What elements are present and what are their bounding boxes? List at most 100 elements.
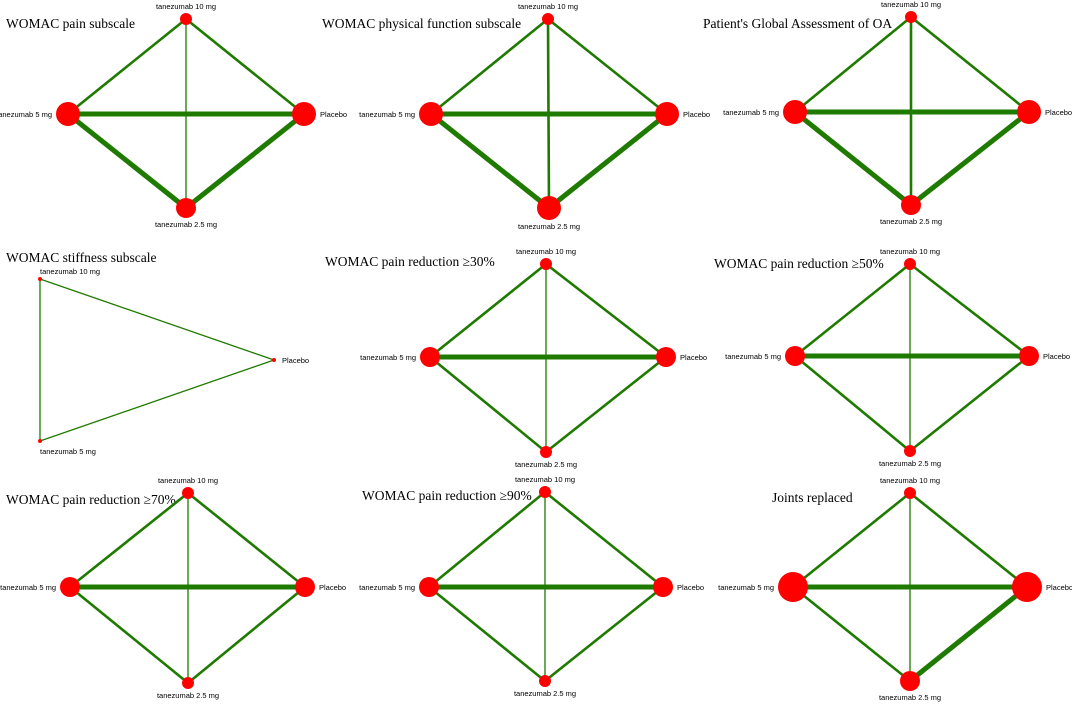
node-label-tanezumab-5-mg: tanezumab 5 mg xyxy=(718,583,774,592)
edge-tanezumab-5-mg-to-tanezumab-2-5-mg xyxy=(428,585,546,683)
node-placebo xyxy=(1012,572,1042,602)
node-tanezumab-10-mg xyxy=(904,258,916,270)
node-tanezumab-10-mg xyxy=(542,13,554,25)
node-label-placebo: Placebo xyxy=(1043,352,1070,361)
node-label-tanezumab-5-mg: tanezumab 5 mg xyxy=(0,110,52,119)
node-placebo xyxy=(655,102,679,126)
node-tanezumab-10-mg xyxy=(904,487,916,499)
edge-tanezumab-10-mg-to-tanezumab-5-mg xyxy=(794,15,912,114)
node-label-tanezumab-5-mg: tanezumab 5 mg xyxy=(723,108,779,117)
network-panel-womac-pain-subscale: WOMAC pain subscale tanezumab 10 mg Placeb… xyxy=(0,2,347,229)
node-label-tanezumab-2-5-mg: tanezumab 2.5 mg xyxy=(879,693,941,702)
node-label-tanezumab-10-mg: tanezumab 10 mg xyxy=(515,475,575,484)
node-placebo xyxy=(656,347,676,367)
node-placebo xyxy=(272,358,276,362)
edge-tanezumab-2-5-mg-to-placebo xyxy=(909,354,1030,453)
node-tanezumab-5-mg xyxy=(785,346,805,366)
node-tanezumab-5-mg xyxy=(56,102,80,126)
panel-title: WOMAC pain reduction ≥70% xyxy=(6,492,176,507)
edge-tanezumab-10-mg-to-placebo xyxy=(187,491,306,589)
node-label-placebo: Placebo xyxy=(320,110,347,119)
edge-tanezumab-10-mg-to-tanezumab-5-mg xyxy=(792,491,911,589)
edge-tanezumab-10-mg-to-placebo xyxy=(910,15,1030,114)
edge-tanezumab-10-mg-to-placebo xyxy=(545,262,667,359)
node-label-tanezumab-10-mg: tanezumab 10 mg xyxy=(881,0,941,9)
edge-tanezumab-10-mg-to-placebo xyxy=(544,490,664,589)
node-tanezumab-10-mg xyxy=(182,487,194,499)
network-panel-womac-pain-reduction-ge50pct: WOMAC pain reduction ≥50%tanezumab 10 mg… xyxy=(714,247,1070,468)
node-tanezumab-2-5-mg xyxy=(539,675,551,687)
edge-tanezumab-10-mg-to-placebo xyxy=(547,17,668,116)
node-label-tanezumab-2-5-mg: tanezumab 2.5 mg xyxy=(518,222,580,231)
node-label-tanezumab-2-5-mg: tanezumab 2.5 mg xyxy=(514,689,576,698)
panel-title: Joints replaced xyxy=(772,490,853,505)
node-label-tanezumab-5-mg: tanezumab 5 mg xyxy=(359,583,415,592)
node-tanezumab-2-5-mg xyxy=(904,445,916,457)
panel-title: WOMAC pain reduction ≥90% xyxy=(362,488,532,503)
edge-tanezumab-10-mg-to-tanezumab-5-mg xyxy=(67,17,187,116)
node-label-tanezumab-2-5-mg: tanezumab 2.5 mg xyxy=(515,460,577,469)
edge-tanezumab-5-mg-to-tanezumab-2-5-mg xyxy=(429,355,547,454)
network-panel-joints-replaced: Joints replaced tanezumab 10 mg Placebo tan… xyxy=(718,476,1072,702)
node-tanezumab-2-5-mg xyxy=(537,196,561,220)
panel-title: WOMAC stiffness subscale xyxy=(6,250,156,265)
node-placebo xyxy=(295,577,315,597)
edge-tanezumab-2-5-mg-to-placebo xyxy=(187,585,306,685)
node-label-tanezumab-2-5-mg: tanezumab 2.5 mg xyxy=(880,217,942,226)
node-label-tanezumab-10-mg: tanezumab 10 mg xyxy=(156,2,216,11)
node-label-tanezumab-5-mg: tanezumab 5 mg xyxy=(360,353,416,362)
node-label-placebo: Placebo xyxy=(677,583,704,592)
node-placebo xyxy=(292,102,316,126)
node-placebo xyxy=(653,577,673,597)
network-panel-womac-pain-reduction-ge70pct: WOMAC pain reduction ≥70%tanezumab 10 mg… xyxy=(0,476,346,700)
panel-title: Patient's Global Assessment of OA xyxy=(703,16,892,31)
node-label-tanezumab-10-mg: tanezumab 10 mg xyxy=(880,476,940,485)
node-tanezumab-2-5-mg xyxy=(901,195,921,215)
edge-tanezumab-5-mg-to-tanezumab-2-5-mg xyxy=(792,585,911,683)
node-label-tanezumab-10-mg: tanezumab 10 mg xyxy=(880,247,940,256)
edge-tanezumab-5-mg-to-tanezumab-2-5-mg xyxy=(66,112,188,210)
node-tanezumab-5-mg xyxy=(778,572,808,602)
node-tanezumab-5-mg xyxy=(38,439,42,443)
node-tanezumab-10-mg xyxy=(539,486,551,498)
network-panel-womac-physical-function-subscale: WOMAC physical function subscaletanezuma… xyxy=(322,2,710,231)
node-tanezumab-10-mg xyxy=(540,258,552,270)
node-label-placebo: Placebo xyxy=(1045,108,1072,117)
node-label-tanezumab-10-mg: tanezumab 10 mg xyxy=(518,2,578,11)
edge-tanezumab-5-mg-to-tanezumab-2-5-mg xyxy=(793,110,913,207)
node-tanezumab-5-mg xyxy=(783,100,807,124)
node-label-tanezumab-2-5-mg: tanezumab 2.5 mg xyxy=(879,459,941,468)
node-tanezumab-5-mg xyxy=(419,577,439,597)
node-label-placebo: Placebo xyxy=(1046,583,1072,592)
node-tanezumab-2-5-mg xyxy=(182,677,194,689)
panel-title: WOMAC pain reduction ≥30% xyxy=(325,254,495,269)
edge-tanezumab-2-5-mg-to-placebo xyxy=(547,112,669,210)
panel-title: WOMAC pain subscale xyxy=(6,16,135,31)
edge-tanezumab-2-5-mg-to-placebo xyxy=(909,110,1031,207)
panel-title: WOMAC pain reduction ≥50% xyxy=(714,256,884,271)
node-label-placebo: Placebo xyxy=(680,353,707,362)
edge-tanezumab-2-5-mg-to-placebo xyxy=(545,355,667,454)
node-tanezumab-2-5-mg xyxy=(176,198,196,218)
edge-tanezumab-5-mg-to-placebo xyxy=(39,359,275,442)
node-label-tanezumab-5-mg: tanezumab 5 mg xyxy=(40,447,96,456)
network-panel-womac-pain-reduction-ge90pct: WOMAC pain reduction ≥90% tanezumab 10 mg… xyxy=(359,475,704,698)
node-label-tanezumab-10-mg: tanezumab 10 mg xyxy=(40,267,100,276)
edge-tanezumab-5-mg-to-tanezumab-2-5-mg xyxy=(69,585,189,685)
edge-tanezumab-10-mg-to-tanezumab-5-mg xyxy=(69,491,189,589)
edge-tanezumab-10-mg-to-tanezumab-5-mg xyxy=(430,17,549,116)
node-label-tanezumab-2-5-mg: tanezumab 2.5 mg xyxy=(157,691,219,700)
edge-tanezumab-10-mg-to-tanezumab-5-mg xyxy=(428,490,546,589)
network-panel-womac-pain-reduction-ge30pct: WOMAC pain reduction ≥30%tanezumab 10 mg… xyxy=(325,247,707,469)
node-label-placebo: Placebo xyxy=(319,583,346,592)
node-tanezumab-10-mg xyxy=(905,11,917,23)
edge-tanezumab-10-mg-to-placebo xyxy=(39,278,275,361)
node-tanezumab-5-mg xyxy=(60,577,80,597)
node-tanezumab-10-mg xyxy=(180,13,192,25)
node-label-tanezumab-5-mg: tanezumab 5 mg xyxy=(725,352,781,361)
edge-tanezumab-10-mg-to-placebo xyxy=(185,17,305,116)
node-tanezumab-2-5-mg xyxy=(900,671,920,691)
node-label-placebo: Placebo xyxy=(683,110,710,119)
